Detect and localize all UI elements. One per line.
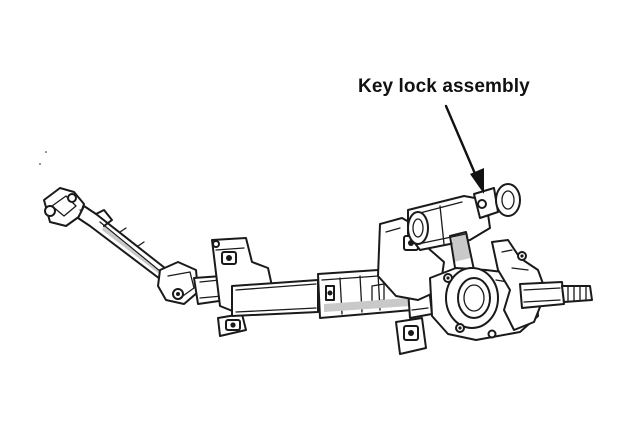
- upper-right-bracket: [377, 217, 445, 355]
- upper-shaft: [519, 281, 593, 309]
- callout-arrow: [444, 104, 484, 194]
- intermediate-shaft: [77, 205, 171, 283]
- speck: [45, 151, 47, 153]
- speck: [39, 163, 41, 165]
- callout-label: Key lock assembly: [358, 76, 530, 97]
- key-lock-assembly: [407, 183, 521, 275]
- lower-universal-joint: [157, 261, 199, 305]
